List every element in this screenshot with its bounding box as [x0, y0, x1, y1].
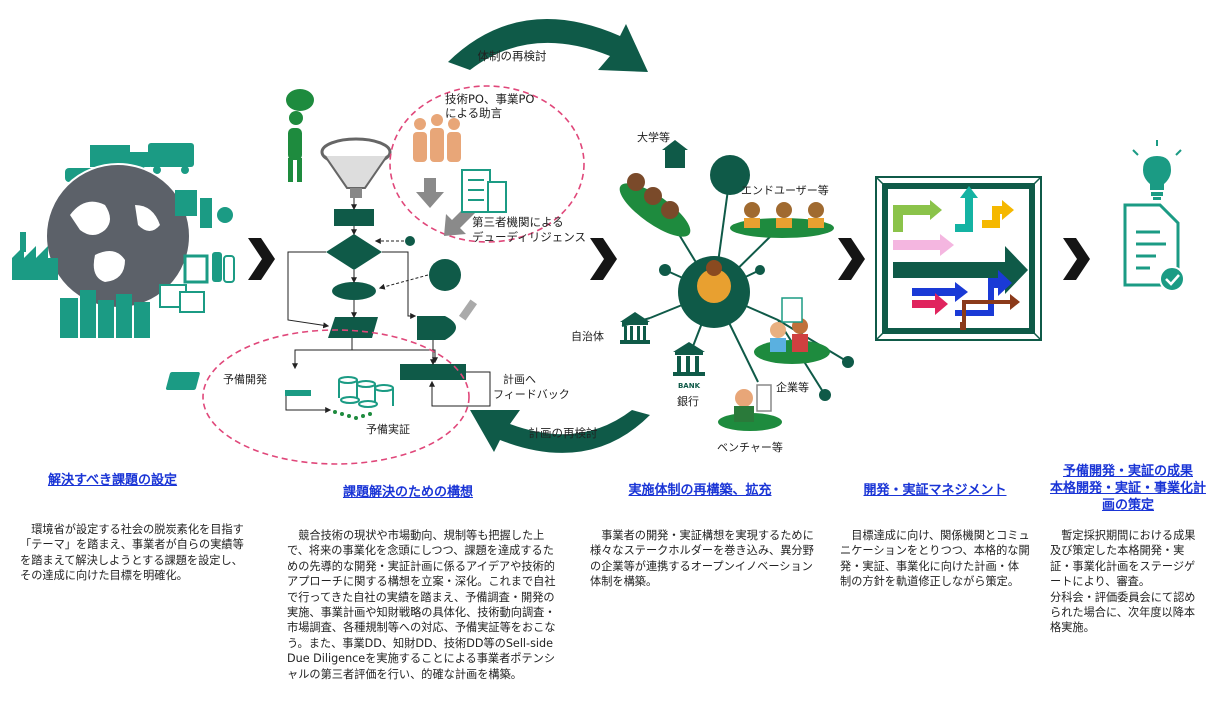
pre-dev-dashed-circle — [202, 329, 470, 465]
management-board — [875, 176, 1042, 341]
stage-body-5: 暫定採択期間における成果及び策定した本格開発・実証・事業化計画をステージゲートに… — [1050, 529, 1196, 635]
feedback-label: 計画へ — [503, 372, 536, 386]
bank-label: 銀行 — [677, 394, 699, 408]
stage-title-1: 解決すべき課題の設定 — [47, 473, 178, 488]
feedback-label: フィードバック — [493, 388, 570, 401]
third-party-label: 第三者機関による — [472, 215, 564, 229]
po-advice-label: による助言 — [445, 106, 502, 120]
document-check-icon — [1123, 203, 1185, 292]
bank-icon — [673, 342, 705, 376]
company-label: 企業等 — [776, 380, 809, 394]
cycle-arrow-top — [448, 19, 648, 72]
stage-title-3: 実施体制の再構築、拡充 — [628, 483, 772, 498]
building-icon — [781, 297, 803, 323]
chevron-right-icon — [248, 238, 275, 280]
stage-title-4: 開発・実証マネジメント — [863, 483, 1007, 498]
cycle-label-bottom: 計画の再検討 — [529, 426, 598, 440]
po-advice-label: 技術PO、事業PO — [445, 92, 534, 106]
building-icon — [461, 169, 507, 213]
building-icon — [756, 384, 772, 412]
chevron-right-icon — [838, 238, 865, 280]
stage-body-1: 環境省が設定する社会の脱炭素化を目指す「テーマ」を踏まえ、事業者が自らの実績等を… — [20, 523, 244, 583]
bank-icon-text: BANK — [678, 382, 701, 390]
process-diagram: 体制の再検討 計画の再検討 技術PO、事業PO による助言 第三者機関による デ… — [12, 19, 1185, 465]
third-party-label: デューディリジェンス — [472, 230, 586, 244]
university-label: 大学等 — [637, 130, 670, 144]
stage-body-4: 目標達成に向け、関係機関とコミュニケーションをとりつつ、本格的な開発・実証、事業… — [840, 529, 1030, 589]
globe-industry-icon — [12, 143, 235, 338]
pre-demo-label: 予備実証 — [366, 422, 410, 436]
stakeholder-network — [619, 140, 854, 431]
po-advice-dashed-circle — [389, 85, 585, 243]
stage-title-2: 課題解決のための構想 — [342, 485, 473, 500]
government-building-icon — [620, 312, 650, 344]
venture-label: ベンチャー等 — [717, 440, 783, 454]
chevron-right-icon — [1063, 238, 1090, 280]
stage-body-3: 事業者の開発・実証構想を実現するために様々なステークホルダーを巻き込み、異分野の… — [590, 529, 814, 589]
cycle-label-top: 体制の再検討 — [478, 49, 547, 63]
computer-icon — [165, 372, 311, 396]
building-icon — [662, 140, 688, 168]
lightbulb-icon — [1132, 140, 1182, 200]
pre-dev-label: 予備開発 — [223, 372, 267, 386]
flowchart — [165, 89, 491, 420]
stage-title-5: 予備開発・実証の成果 本格開発・実証・事業化計画の策定 — [1049, 464, 1206, 513]
arrow-down-icon — [416, 178, 444, 208]
municipality-label: 自治体 — [571, 329, 604, 343]
cycle-arrow-bottom — [470, 410, 650, 453]
people-group-icon — [413, 114, 461, 162]
end-user-label: エンドユーザー等 — [741, 183, 829, 197]
chevron-right-icon — [590, 238, 617, 280]
stage-body-2: 競合技術の現状や市場動向、規制等も把握した上で、将来の事業化を念頭にしつつ、課題… — [287, 529, 556, 681]
database-icon — [338, 376, 394, 408]
